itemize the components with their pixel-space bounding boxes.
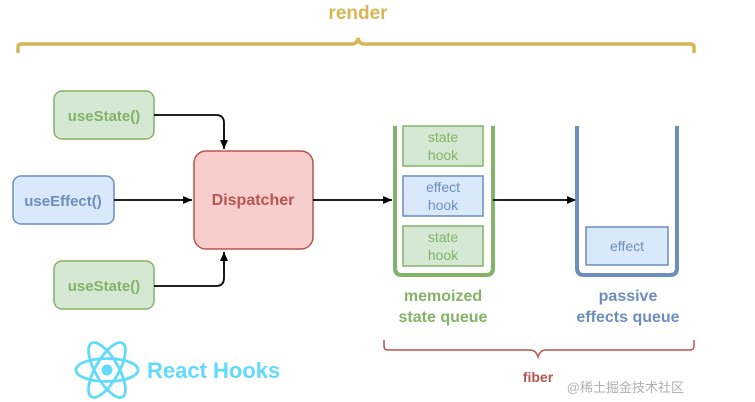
dispatcher-box: Dispatcher — [193, 150, 314, 250]
dispatcher-label: Dispatcher — [212, 192, 295, 209]
state-queue-item-line2: hook — [428, 197, 459, 213]
react-atom-icon — [74, 341, 140, 399]
use-effect-box: useEffect() — [12, 175, 115, 225]
arrow-use-state-top-to-dispatcher — [154, 114, 228, 149]
use-state-bottom-label: useState() — [68, 278, 141, 295]
use-state-top-label: useState() — [68, 108, 141, 125]
arrow-use-state-bottom-to-dispatcher — [154, 252, 228, 287]
state-queue-caption-line1: memoized — [404, 288, 482, 305]
use-effect-label: useEffect() — [24, 193, 102, 210]
effects-queue-caption-line1: passive — [599, 288, 658, 305]
state-queue-item-line2: hook — [428, 247, 459, 263]
state-queue-item-line2: hook — [428, 147, 459, 163]
state-queue-container — [393, 126, 495, 277]
react-hooks-title: React Hooks — [147, 358, 280, 383]
state-queue-caption-line2: state queue — [399, 309, 488, 326]
effects-queue-container — [575, 126, 679, 277]
state-queue-item: state hook — [402, 225, 484, 267]
fiber-brace — [383, 340, 695, 360]
watermark-text: @稀土掘金技术社区 — [567, 380, 684, 395]
fiber-label: fiber — [523, 369, 554, 385]
use-state-bottom-box: useState() — [53, 260, 155, 310]
state-queue-item: state hook — [402, 125, 484, 167]
render-label: render — [328, 3, 388, 24]
state-queue-item-line1: effect — [426, 179, 460, 195]
effects-queue-item-label: effect — [610, 238, 644, 254]
effects-queue-caption-line2: effects queue — [576, 309, 679, 326]
state-queue-item-line1: state — [428, 129, 459, 145]
use-state-top-box: useState() — [53, 90, 155, 140]
render-brace — [16, 37, 696, 53]
effects-queue-item: effect — [585, 226, 669, 266]
state-queue-item-line1: state — [428, 229, 459, 245]
state-queue-item: effect hook — [402, 175, 484, 217]
